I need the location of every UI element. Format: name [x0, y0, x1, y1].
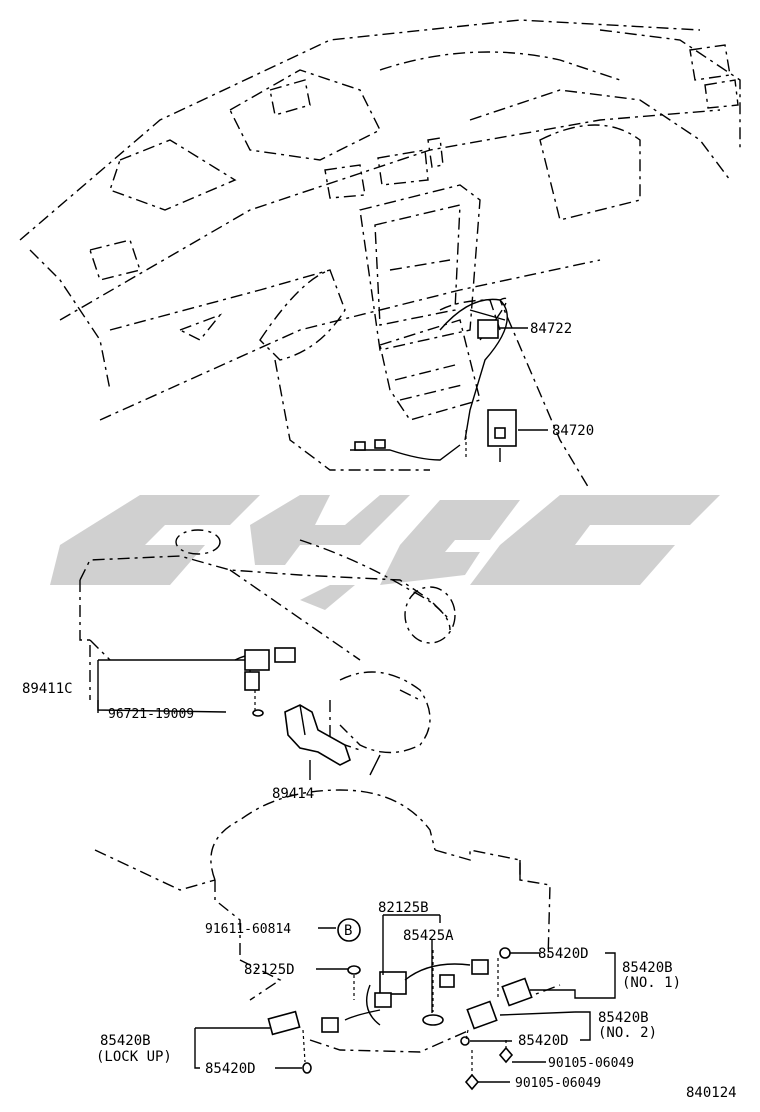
- label-84720: 84720: [552, 423, 594, 439]
- label-85420d-top: 85420D: [538, 946, 589, 962]
- label-89411c: 89411C: [22, 681, 73, 697]
- label-circle-b: B: [344, 923, 352, 939]
- part-labels: 84722 84720 89411C 96721-19009 89414 821…: [22, 321, 737, 1101]
- label-82125b: 82125B: [378, 900, 429, 916]
- label-90105-06049-b: 90105-06049: [515, 1076, 601, 1091]
- label-85420b-lockup: 85420B: [100, 1033, 151, 1049]
- dashboard-drawing: [19, 19, 741, 491]
- reference-circle: [337, 918, 361, 942]
- dashed-connectors: [254, 430, 507, 1075]
- label-85420b-no1: 85420B: [622, 960, 673, 976]
- label-82125d: 82125D: [244, 962, 295, 978]
- label-no2: (NO. 2): [598, 1025, 657, 1041]
- transmission-drawing: [94, 789, 561, 1091]
- label-89414: 89414: [272, 786, 314, 802]
- watermark-logo: [50, 495, 720, 610]
- label-lockup: (LOCK UP): [96, 1049, 172, 1065]
- figure-number: 840124: [686, 1085, 737, 1101]
- label-90105-06049-a: 90105-06049: [548, 1056, 634, 1071]
- engine-drawing: [79, 529, 456, 776]
- label-84722: 84722: [530, 321, 572, 337]
- label-91611-60814: 91611-60814: [205, 922, 291, 937]
- label-no1: (NO. 1): [622, 975, 681, 991]
- leader-lines: [97, 327, 616, 1083]
- label-85420d-mid: 85420D: [518, 1033, 569, 1049]
- label-85420b-no2: 85420B: [598, 1010, 649, 1026]
- label-85425a: 85425A: [403, 928, 454, 944]
- label-85420d-bottom: 85420D: [205, 1061, 256, 1077]
- label-96721-19009: 96721-19009: [108, 707, 194, 722]
